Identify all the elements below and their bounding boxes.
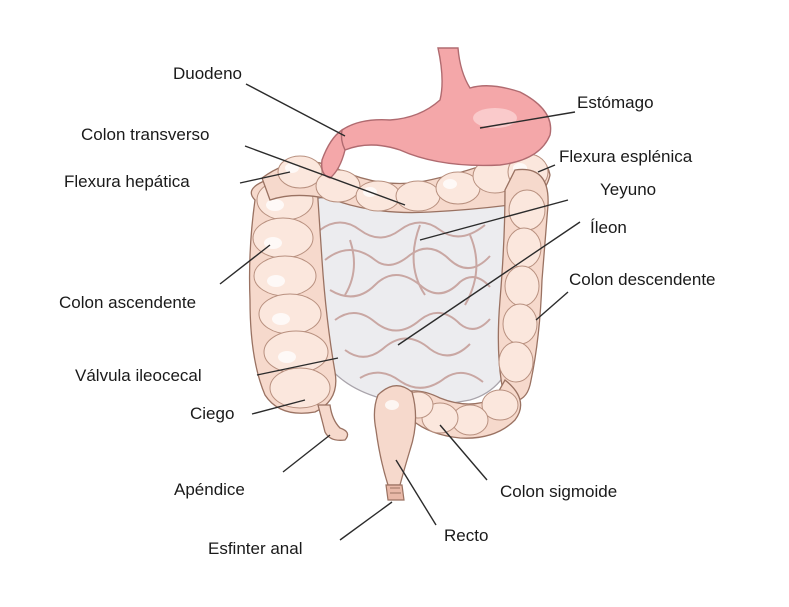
label-colon-transverso: Colon transverso xyxy=(81,125,210,144)
label-ciego: Ciego xyxy=(190,404,234,423)
label-esfinter-anal: Esfinter anal xyxy=(208,539,303,558)
label-duodeno: Duodeno xyxy=(173,64,242,83)
stomach xyxy=(339,48,551,165)
appendix xyxy=(318,405,348,440)
label-colon-ascendente: Colon ascendente xyxy=(59,293,196,312)
label-yeyuno: Yeyuno xyxy=(600,180,656,199)
label-colon-sigmoide: Colon sigmoide xyxy=(500,482,617,501)
descending-colon xyxy=(498,169,548,401)
label-colon-descendente: Colon descendente xyxy=(569,270,716,289)
label-recto: Recto xyxy=(444,526,488,545)
label-ileon: Íleon xyxy=(590,218,627,237)
label-valvula-ileocecal: Válvula ileocecal xyxy=(75,366,202,385)
label-apendice: Apéndice xyxy=(174,480,245,499)
label-estomago: Estómago xyxy=(577,93,654,112)
label-flexura-hepatica: Flexura hepática xyxy=(64,172,190,191)
label-flexura-esplenica: Flexura esplénica xyxy=(559,147,693,166)
